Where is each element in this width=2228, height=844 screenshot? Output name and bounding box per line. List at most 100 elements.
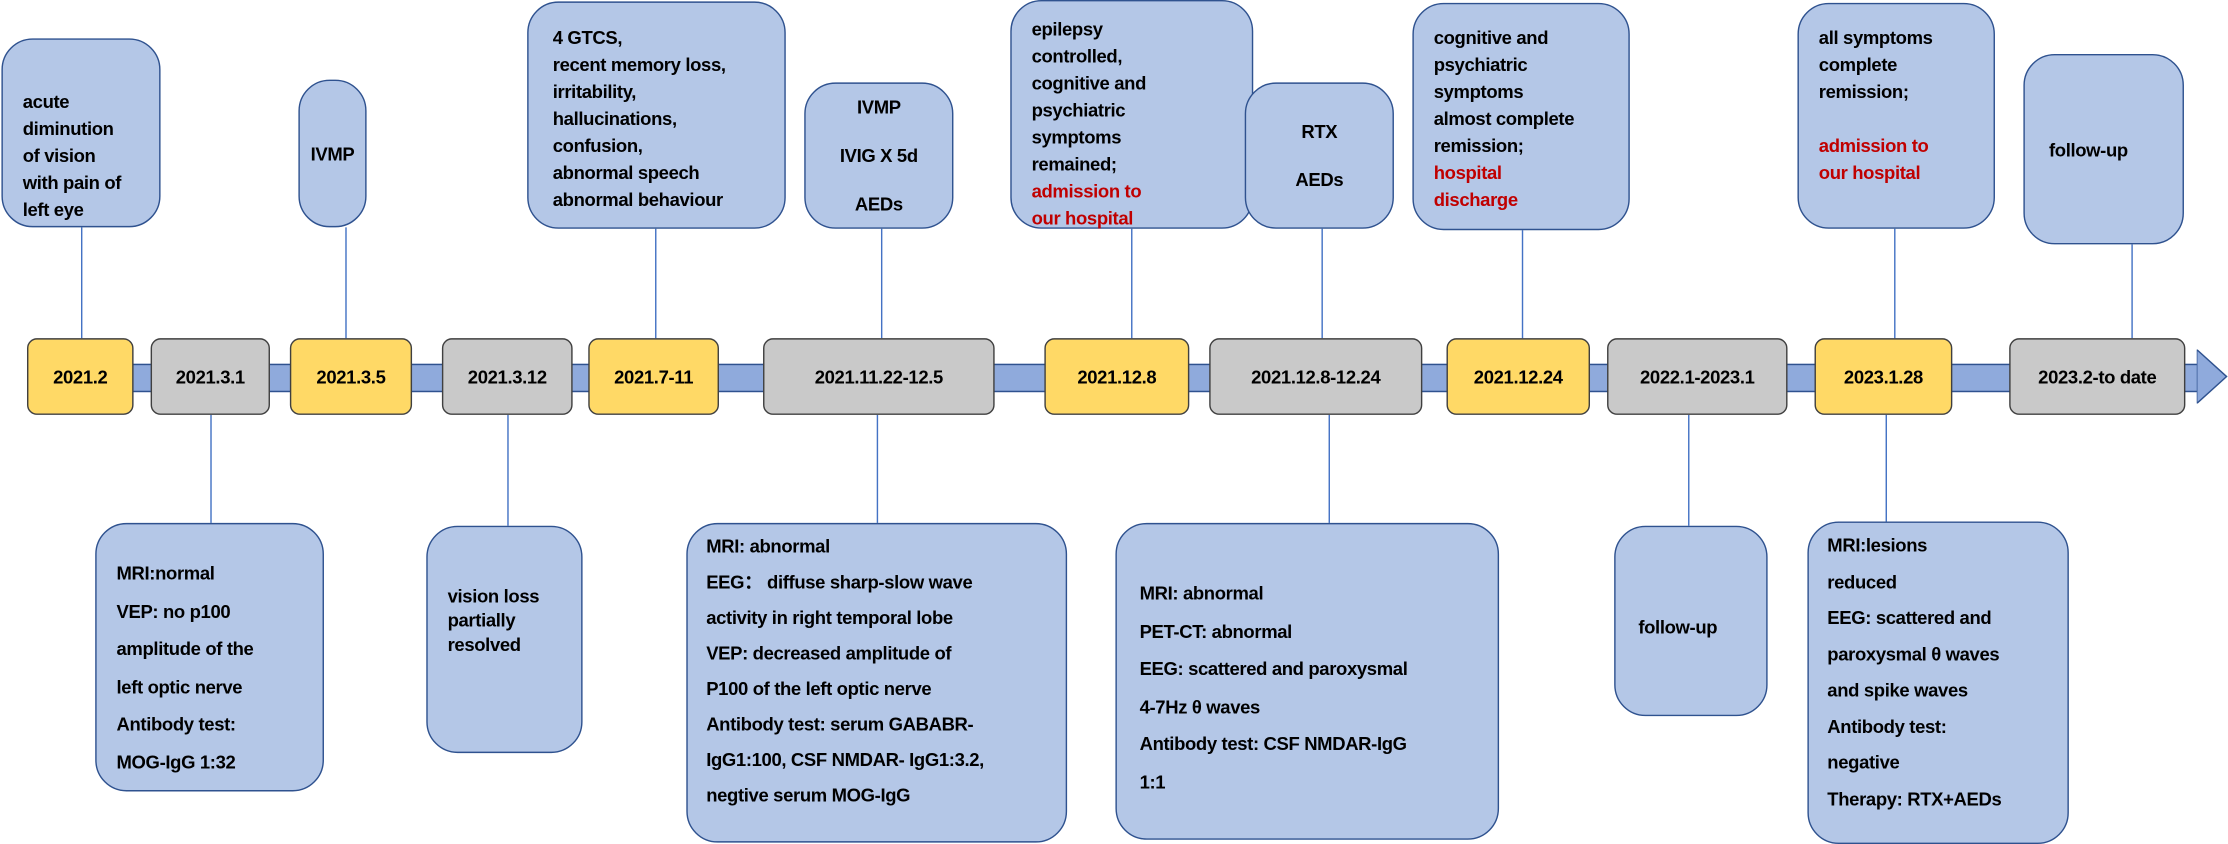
connector-line — [876, 414, 879, 523]
event-text: diminution — [22, 117, 114, 140]
connector-line — [1885, 414, 1887, 522]
event-text: follow-up — [2048, 138, 2128, 160]
event-text: AEDs — [854, 193, 903, 215]
event-text: activity in right temporal lobe — [706, 606, 953, 629]
highlight-text: hospital — [1433, 161, 1502, 184]
event-text: Antibody test: serum GABABR- — [706, 713, 974, 735]
date-marker: 2023.1.28 — [1814, 338, 1953, 415]
date-marker: 2021.2 — [26, 338, 134, 415]
event-text: MRI:lesions — [1827, 534, 1928, 556]
event-text: partially — [447, 609, 516, 631]
event-text: hallucinations, — [552, 107, 677, 130]
event-text: MRI:normal — [116, 562, 215, 584]
event-text: Therapy: RTX+AEDs — [1827, 787, 2002, 810]
event-text: confusion, — [552, 134, 643, 157]
event-text — [806, 168, 952, 192]
event-text: cognitive and — [1433, 26, 1549, 49]
highlight-text: our hospital — [1818, 161, 1921, 184]
event-text: VEP: no p100 — [116, 600, 231, 622]
event-text: of vision — [22, 144, 96, 167]
connector-line — [880, 228, 883, 339]
top-event-box: IVMP IVIG X 5d AEDs — [804, 82, 954, 229]
top-event-box: RTX AEDs — [1244, 82, 1394, 229]
event-text: 1:1 — [1139, 770, 1166, 793]
event-text: psychiatric — [1433, 53, 1528, 76]
event-text: epilepsy — [1031, 18, 1103, 40]
event-text — [1246, 144, 1392, 168]
event-text: abnormal speech — [552, 161, 700, 184]
event-text — [1819, 105, 1994, 132]
date-marker: 2022.1-2023.1 — [1607, 338, 1788, 415]
event-text: P100 of the left optic nerve — [706, 677, 932, 700]
date-marker: 2021.3.12 — [441, 338, 573, 415]
event-text: recent memory loss, — [552, 53, 726, 76]
connector-line — [80, 227, 83, 339]
bottom-event-box: follow-up — [1614, 525, 1768, 717]
event-text: controlled, — [1031, 45, 1123, 67]
highlight-text: admission to — [1031, 180, 1142, 202]
timeline-arrowhead-icon — [2196, 349, 2228, 404]
top-event-box: IVMP — [298, 79, 367, 228]
connector-line — [1328, 414, 1330, 523]
date-marker: 2021.3.5 — [289, 338, 413, 415]
event-text: IVIG X 5d — [839, 144, 918, 167]
event-text: RTX — [1301, 120, 1338, 143]
event-text: vision loss — [447, 585, 540, 607]
event-text: IgG1:100, CSF NMDAR- IgG1:3.2, — [706, 748, 984, 771]
date-marker: 2021.12.8 — [1044, 338, 1190, 415]
event-text: Antibody test: — [116, 713, 237, 735]
event-text: amplitude of the — [116, 637, 254, 660]
event-text: left eye — [22, 198, 84, 221]
event-text: remission; — [1433, 134, 1524, 157]
event-text: all symptoms — [1818, 26, 1933, 49]
connector-line — [1688, 414, 1690, 526]
event-text: resolved — [447, 633, 522, 656]
connector-line — [655, 228, 657, 339]
connector-line — [1521, 230, 1524, 339]
event-text: almost complete — [1433, 107, 1575, 130]
event-text: 4 GTCS, — [552, 26, 623, 49]
event-text: IVMP — [310, 142, 355, 165]
event-text: 4-7Hz θ waves — [1139, 695, 1261, 717]
event-text: irritability, — [552, 80, 637, 103]
event-text — [806, 119, 952, 143]
event-text: EEG: scattered and — [1827, 606, 1992, 629]
event-text: IVMP — [856, 96, 901, 118]
highlight-text: our hospital — [1031, 207, 1134, 229]
event-text: reduced — [1827, 570, 1897, 592]
event-text: remained; — [1031, 153, 1117, 175]
event-text: VEP: decreased amplitude of — [706, 642, 952, 664]
date-marker: 2021.11.22-12.5 — [763, 338, 995, 415]
event-text: PET-CT: abnormal — [1139, 620, 1293, 642]
event-text: cognitive and — [1031, 72, 1147, 94]
event-text: MOG-IgG 1:32 — [116, 750, 236, 773]
date-marker: 2021.3.1 — [150, 338, 270, 415]
top-event-box: 4 GTCS, recent memory loss, irritability, h… — [527, 1, 786, 229]
connector-line — [345, 227, 347, 339]
event-text: Antibody test: CSF NMDAR-IgG — [1139, 733, 1407, 755]
event-text: left optic nerve — [116, 675, 243, 697]
connector-line — [1894, 228, 1896, 339]
event-text: abnormal behaviour — [552, 188, 724, 211]
connector-line — [2131, 244, 2133, 339]
highlight-text: admission to — [1818, 134, 1929, 157]
event-text: MRI: abnormal — [1139, 582, 1264, 604]
event-text: Antibody test: — [1827, 715, 1947, 737]
event-text: AEDs — [1295, 169, 1344, 191]
date-marker: 2023.2-to date — [2009, 338, 2186, 415]
event-text: EEG： diffuse sharp-slow wave — [706, 571, 973, 593]
date-marker: 2021.7-11 — [588, 338, 719, 415]
event-text: symptoms — [1433, 80, 1524, 103]
event-text: symptoms — [1031, 126, 1122, 148]
connector-line — [507, 414, 509, 526]
top-event-box: cognitive and psychiatric symptoms almost c… — [1412, 2, 1630, 231]
event-text: complete — [1818, 53, 1898, 76]
connector-line — [1321, 228, 1323, 339]
